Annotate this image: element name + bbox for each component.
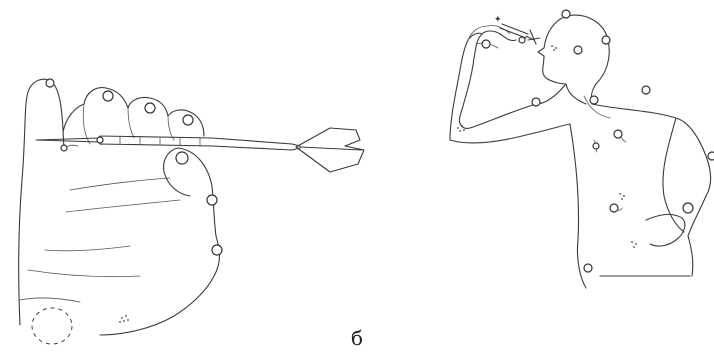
body-lower xyxy=(570,124,693,288)
hand-dart-panel xyxy=(19,79,364,344)
hand-outline xyxy=(19,79,204,325)
marker xyxy=(602,36,610,44)
marker xyxy=(593,143,599,149)
marker xyxy=(574,46,582,54)
marker xyxy=(614,130,622,138)
dart-flight xyxy=(296,128,364,172)
marker xyxy=(584,264,592,272)
small-dot-cluster xyxy=(119,315,129,323)
marker xyxy=(212,245,222,255)
marker xyxy=(145,103,155,113)
marker xyxy=(103,91,113,101)
thrower-panel: ✦ xyxy=(450,10,714,288)
torso-outline xyxy=(536,84,711,236)
head-outline xyxy=(538,15,609,104)
marker xyxy=(207,195,217,205)
marker xyxy=(610,204,618,212)
marker xyxy=(183,115,193,125)
body-dot-clusters xyxy=(457,45,637,248)
dart-shaft xyxy=(36,136,300,150)
dart-tip-label: ✦ xyxy=(494,15,502,25)
marker xyxy=(46,79,54,87)
thumb-outline xyxy=(100,148,220,335)
marker xyxy=(97,137,103,143)
marker xyxy=(642,86,650,94)
hand-markers xyxy=(46,79,222,255)
torso-details xyxy=(584,96,626,210)
wrist-line xyxy=(20,298,80,302)
finger-creases xyxy=(28,104,180,277)
marker xyxy=(532,98,540,106)
marker xyxy=(590,96,598,104)
throwing-arm xyxy=(450,31,570,143)
figure-caption: б xyxy=(0,326,714,350)
marker xyxy=(562,10,570,18)
marker xyxy=(61,145,67,151)
marker xyxy=(708,152,714,160)
marker xyxy=(176,152,188,164)
marker xyxy=(683,203,693,213)
marker xyxy=(519,37,525,43)
body-markers xyxy=(482,10,714,272)
marker xyxy=(482,40,490,48)
